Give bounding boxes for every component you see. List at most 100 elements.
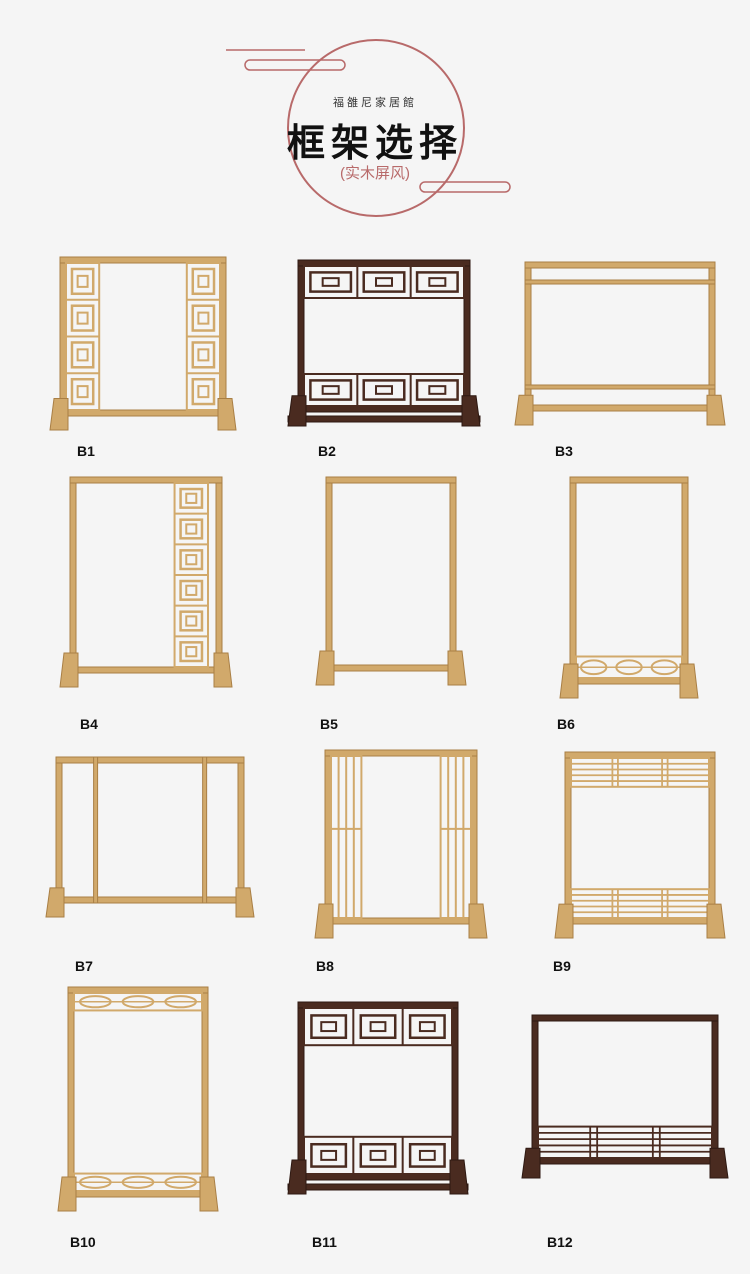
lattice-cell xyxy=(185,554,198,566)
frame-image[interactable] xyxy=(314,748,488,939)
frame-label: B7 xyxy=(75,958,93,974)
frame-rail xyxy=(325,664,457,672)
lattice-cell xyxy=(415,379,459,401)
frame-foot xyxy=(287,1159,307,1195)
header-cloud-ornament xyxy=(419,181,511,193)
frame-label: B2 xyxy=(318,443,336,459)
lattice-cell xyxy=(418,1149,436,1161)
frame-foot xyxy=(559,663,579,699)
lattice-cell xyxy=(191,377,216,406)
lattice-cell xyxy=(121,1175,155,1189)
frame-label: B5 xyxy=(320,716,338,732)
lattice-cell xyxy=(428,277,447,287)
frame-rail xyxy=(324,749,478,757)
lattice-cell xyxy=(121,995,155,1009)
lattice-cell xyxy=(650,659,679,676)
frame-label: B6 xyxy=(557,716,575,732)
lattice-cell xyxy=(408,1142,446,1168)
lattice-cell xyxy=(70,304,95,332)
page-title: 框架选择 xyxy=(286,120,463,165)
lattice-cell xyxy=(321,385,340,395)
slat-panel xyxy=(570,888,710,919)
frame-rail xyxy=(569,476,689,484)
frame-foot xyxy=(461,395,481,427)
frame-rail xyxy=(531,1014,719,1022)
frame-foot xyxy=(45,887,65,918)
lattice-cell xyxy=(197,348,210,362)
frame-rail xyxy=(55,756,245,764)
frame-post xyxy=(67,986,75,1206)
lattice-cell xyxy=(191,341,216,369)
frame-post xyxy=(69,476,77,682)
frame-base xyxy=(287,1183,469,1191)
lattice-cell xyxy=(179,610,204,632)
lattice-cell xyxy=(408,1014,446,1040)
frame-foot xyxy=(49,398,69,431)
frame-foot xyxy=(554,903,574,939)
lattice-panel xyxy=(303,265,465,299)
frame-image[interactable] xyxy=(287,258,481,427)
lattice-cell xyxy=(185,584,198,596)
frame-foot xyxy=(514,394,534,426)
lattice-cell xyxy=(310,1014,348,1040)
frame-image[interactable] xyxy=(559,475,699,699)
lattice-cell xyxy=(164,1175,198,1189)
frame-post xyxy=(325,476,333,680)
frame-image[interactable] xyxy=(45,755,255,918)
frame-post xyxy=(215,476,223,682)
frame-rail xyxy=(69,476,223,484)
frame-foot xyxy=(199,1176,219,1212)
frame-foot xyxy=(468,903,488,939)
frame-rail xyxy=(325,476,457,484)
frame-foot xyxy=(235,887,255,918)
frame-rail xyxy=(55,896,245,904)
lattice-cell xyxy=(76,274,89,288)
lattice-cell xyxy=(179,487,204,509)
lattice-cell xyxy=(310,1142,348,1168)
frame-image[interactable] xyxy=(315,475,467,686)
lattice-cell xyxy=(76,348,89,362)
lattice-cell xyxy=(309,271,353,293)
frame-label: B3 xyxy=(555,443,573,459)
lattice-cell xyxy=(191,267,216,296)
header-decoration xyxy=(226,39,511,217)
frame-image[interactable] xyxy=(521,1013,729,1179)
lattice-cell xyxy=(70,267,95,296)
frame-image[interactable] xyxy=(59,475,233,688)
frame-foot xyxy=(679,663,699,699)
lattice-cell xyxy=(76,311,89,325)
slat-panel xyxy=(537,1125,713,1159)
lattice-cell xyxy=(359,1014,397,1040)
frame-foot xyxy=(314,903,334,939)
frame-label: B10 xyxy=(70,1234,96,1250)
frame-label: B4 xyxy=(80,716,98,732)
lattice-cell xyxy=(164,995,198,1009)
lattice-cell xyxy=(320,1021,338,1033)
frame-image[interactable] xyxy=(554,750,726,939)
lattice-cell xyxy=(197,385,210,399)
frame-image[interactable] xyxy=(514,260,726,426)
frame-image[interactable] xyxy=(57,985,219,1212)
lattice-cell xyxy=(179,549,204,571)
lattice-cell xyxy=(359,1142,397,1168)
lattice-panel xyxy=(303,1135,453,1176)
frame-image[interactable] xyxy=(287,1000,469,1195)
frame-foot xyxy=(315,650,335,686)
lattice-cell xyxy=(197,274,210,288)
frame-base xyxy=(287,415,481,423)
lattice-panel xyxy=(303,373,465,407)
lattice-cell xyxy=(579,659,608,676)
frame-label: B12 xyxy=(547,1234,573,1250)
lattice-cell xyxy=(375,385,393,395)
frame-rail xyxy=(59,256,227,264)
lattice-cell xyxy=(369,1149,387,1161)
brand-name: 福雒尼家居館 xyxy=(333,96,417,109)
frame-label: B11 xyxy=(312,1234,337,1250)
lattice-cell xyxy=(375,277,393,287)
frame-label: B1 xyxy=(77,443,95,459)
frame-image[interactable] xyxy=(49,255,237,431)
header-cloud-ornament xyxy=(244,59,346,71)
lattice-cell xyxy=(191,304,216,332)
lattice-cell xyxy=(369,1021,387,1033)
frame-foot xyxy=(447,650,467,686)
